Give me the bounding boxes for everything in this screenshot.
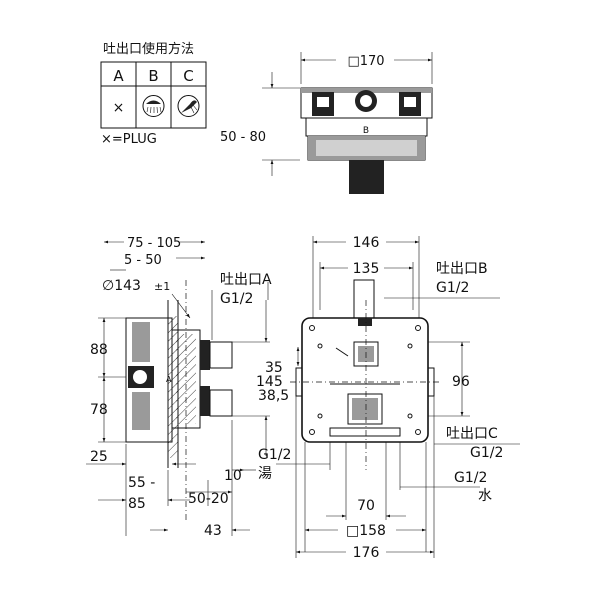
outlet-c-thread: G1/2 (470, 445, 503, 461)
top-view: □170 B 50 - 80 (220, 52, 433, 194)
legend-col-a: A (113, 67, 124, 85)
dim-146: 146 (353, 235, 380, 251)
diameter-tol: ±1 (154, 280, 170, 293)
outlet-c-name: 吐出口C (446, 426, 498, 442)
front-view: 146 135 吐出口B G1/2 96 (258, 235, 520, 561)
dim-55-85b: 85 (128, 496, 146, 512)
shower-head-icon (142, 95, 165, 117)
dim-55-85a: 55 - (128, 475, 155, 491)
dim-75-105: 75 - 105 (127, 236, 181, 251)
top-width-label: □170 (347, 54, 384, 69)
dim-96: 96 (452, 374, 470, 390)
dim-5-50: 5 - 50 (124, 253, 162, 268)
dim-88: 88 (90, 342, 108, 358)
legend-table-frame (100, 61, 207, 129)
legend-col-b: B (148, 67, 158, 85)
dim-10: 10 (224, 468, 242, 484)
dim-35: 35 (265, 360, 283, 376)
dim-38-5: 38,5 (258, 388, 289, 404)
dim-135: 135 (353, 261, 380, 277)
dim-70: 70 (357, 498, 375, 514)
dim-78: 78 (90, 402, 108, 418)
dim-158: □158 (346, 523, 386, 539)
diameter-label: ∅143 (102, 278, 141, 294)
outlet-a-thread: G1/2 (220, 291, 253, 307)
outlet-b-name: 吐出口B (436, 261, 488, 277)
outlet-a-name: 吐出口A (220, 272, 272, 288)
port-a-letter: A (166, 375, 172, 384)
port-b-letter: B (363, 126, 369, 136)
valve-housing (301, 317, 429, 443)
legend-plug-mark: × (113, 100, 125, 116)
dim-50-20: 50-20 (188, 491, 229, 507)
hand-shower-icon (177, 95, 200, 117)
valve-body-stub (349, 160, 384, 194)
dim-145: 145 (256, 374, 283, 390)
dim-176: 176 (353, 545, 380, 561)
dim-43: 43 (204, 523, 222, 539)
outlet-b-port (358, 318, 372, 326)
dim-25: 25 (90, 449, 108, 465)
hot-label: 湯 (258, 465, 272, 482)
lower-valve-seat (347, 393, 383, 425)
outlet-usage-legend: 吐出口使用方法 A B C × ×=PLUG (100, 41, 207, 147)
outlet-b-thread: G1/2 (436, 280, 469, 296)
side-view: 75 - 105 5 - 50 ∅143 ±1 A 88 78 (86, 236, 300, 539)
legend-title: 吐出口使用方法 (103, 41, 194, 57)
plug-note: ×=PLUG (101, 132, 157, 147)
hot-thread: G1/2 (258, 447, 291, 463)
depth-label: 50 - 80 (220, 130, 266, 145)
cold-thread: G1/2 (454, 470, 487, 486)
cold-label: 水 (478, 488, 492, 504)
legend-col-c: C (183, 67, 193, 85)
